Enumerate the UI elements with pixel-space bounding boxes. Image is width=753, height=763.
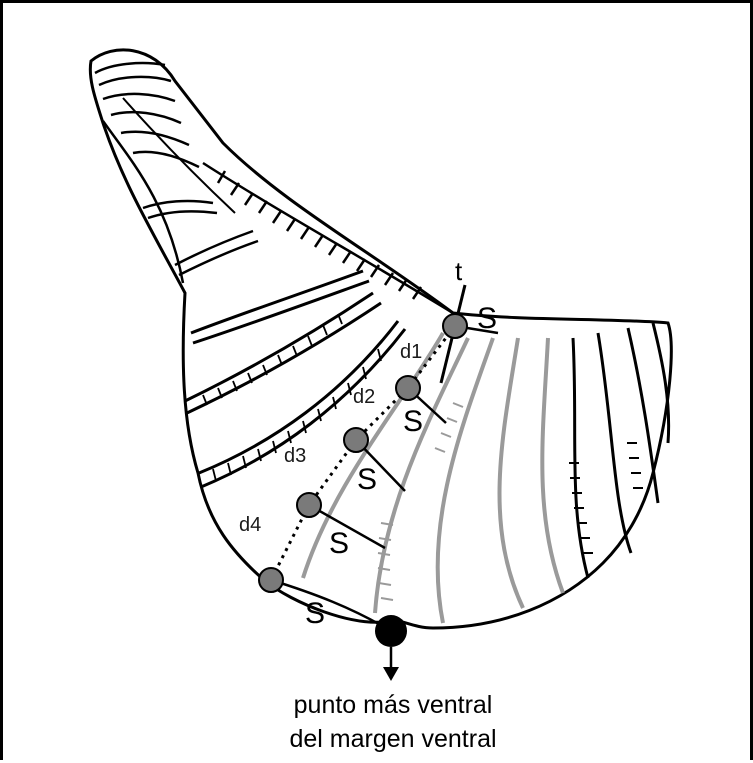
label-d4: d4 [239, 514, 261, 536]
umbo-ridge-2 [123, 98, 235, 213]
point-d1 [396, 376, 420, 400]
shell-outline [90, 50, 671, 628]
caption-line-1: punto más ventral [223, 688, 563, 722]
arrow-down-icon [383, 647, 399, 681]
point-d2 [344, 428, 368, 452]
label-s-d4: S [329, 527, 349, 560]
label-s-d2: S [403, 405, 423, 438]
caption-line-2: del margen ventral [223, 722, 563, 756]
label-s-top: S [477, 302, 497, 335]
point-top [443, 314, 467, 338]
ventral-point-caption: punto más ventral del margen ventral [223, 688, 563, 756]
label-s-d3: S [357, 463, 377, 496]
label-t: t [455, 256, 463, 286]
radial-ribs-black [573, 323, 669, 578]
label-d3: d3 [284, 445, 306, 467]
label-d1: d1 [400, 341, 422, 363]
radial-ribs-grey [303, 333, 563, 623]
shell-diagram: t d1 d2 d3 d4 S S S S S [3, 3, 753, 763]
s-segments [271, 326, 498, 631]
ventral-point [375, 615, 407, 647]
dorsal-margin-line [203, 163, 453, 313]
point-d3 [297, 493, 321, 517]
point-d4 [259, 568, 283, 592]
label-s-bottom: S [305, 597, 325, 630]
label-d2: d2 [353, 386, 375, 408]
